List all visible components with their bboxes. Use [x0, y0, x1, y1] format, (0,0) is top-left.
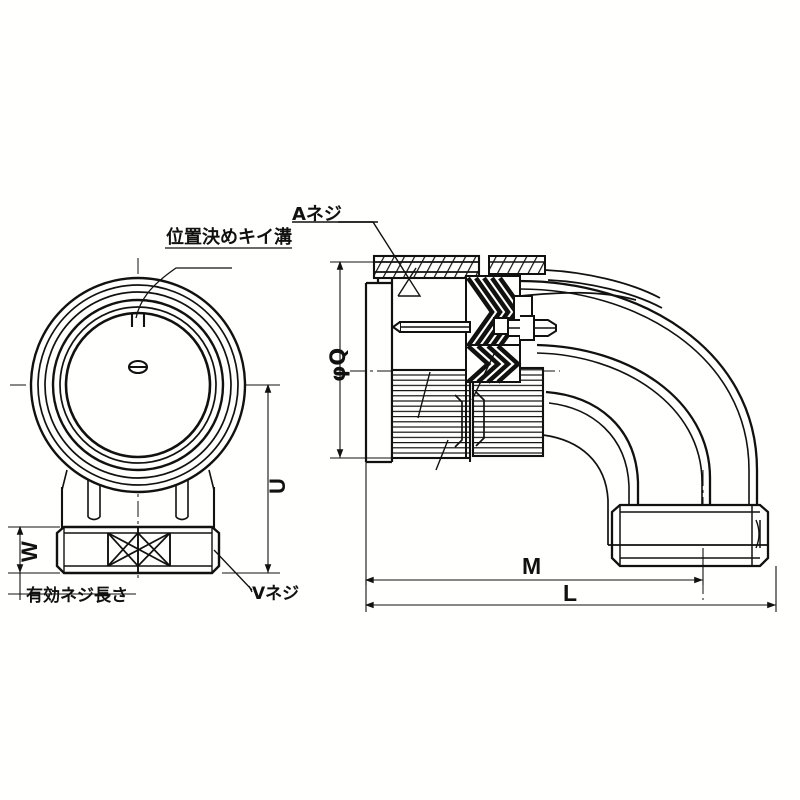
leader-key-groove [135, 247, 292, 319]
section-hatch-joint [465, 275, 522, 384]
callout-label-a-thread: Aネジ [292, 204, 342, 225]
wire-strands [519, 269, 663, 309]
dimension-label-U: U [265, 478, 290, 494]
secondary-thread-band [488, 255, 546, 275]
side-view-main-body [364, 281, 392, 464]
side-view-geometry [292, 221, 770, 600]
elbow-body [519, 279, 759, 546]
front-view-circles [29, 276, 247, 494]
contact-pin-assembly [391, 295, 557, 341]
front-view-geometry [10, 258, 268, 578]
elbow-end-cap [610, 503, 770, 568]
dimension-label-phiQ: φQ [326, 347, 350, 382]
key-groove-notch [130, 312, 146, 327]
callout-label-effective-thread-length: 有効ネジ長さ [26, 586, 128, 606]
dimension-U [222, 383, 280, 574]
dimension-L [364, 566, 777, 612]
coupling-nut-outline [376, 264, 394, 462]
leader-a-thread [292, 221, 422, 297]
dimension-label-W: W [17, 541, 42, 562]
callout-label-key-groove: 位置決めキイ溝 [166, 227, 292, 248]
dimension-M [364, 462, 704, 585]
leader-v-thread [213, 549, 253, 593]
dimension-label-L: L [563, 580, 578, 606]
front-view-center-boss [127, 359, 149, 375]
front-view-hex-nut [55, 525, 221, 575]
dimension-label-M: M [522, 553, 542, 579]
dimension-W [8, 525, 60, 574]
leader-section-detail [417, 351, 496, 471]
coupling-thread-band [372, 254, 481, 280]
callout-label-v-thread: Vネジ [252, 584, 300, 604]
dimension-phiQ [330, 260, 400, 459]
dimension-effective-thread-length [8, 573, 136, 600]
knurled-barrel-left [390, 368, 472, 460]
